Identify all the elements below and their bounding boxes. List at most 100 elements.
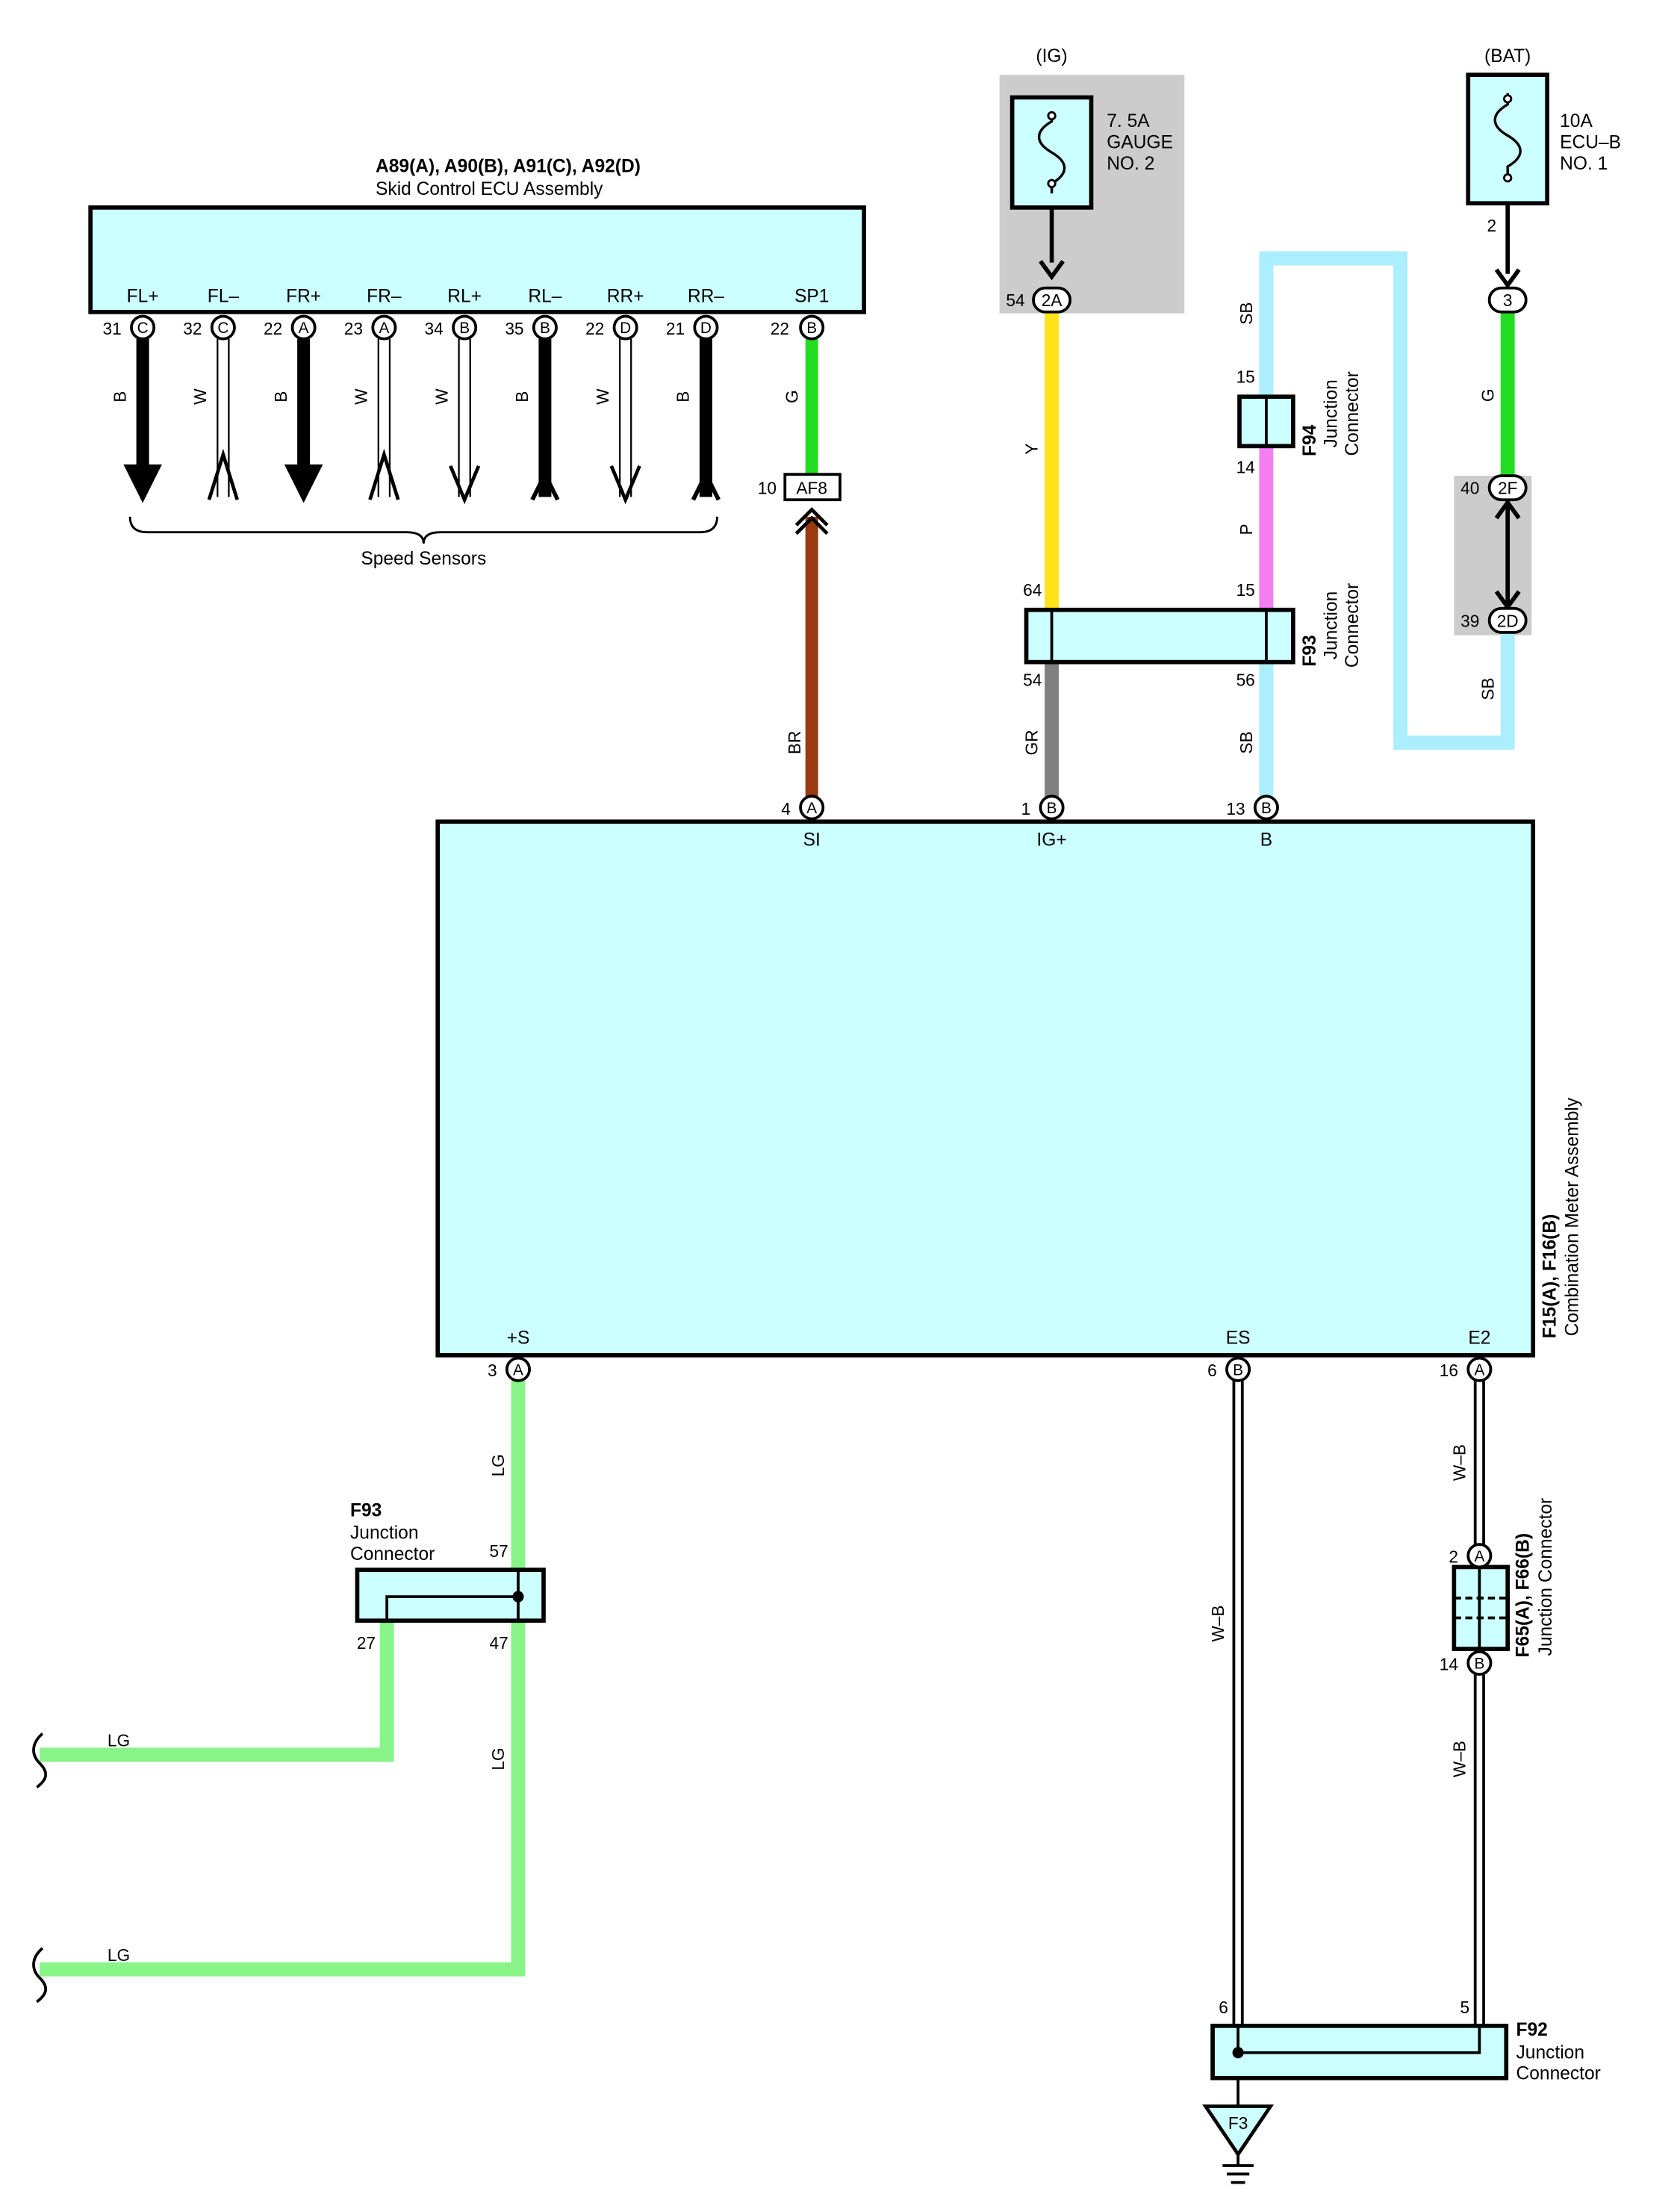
bat-connector-3: 3 xyxy=(1487,286,1528,314)
skid-control-ecu: A89(A), A90(B), A91(C), A92(D) Skid Cont… xyxy=(88,157,866,314)
wire-color-label: B xyxy=(110,391,129,403)
ig-connector-oval xyxy=(1032,286,1072,314)
wire-sb-loop xyxy=(1259,251,1515,750)
connector-2f-pin: 40 xyxy=(1460,479,1479,498)
f93-top-name-2: Connector xyxy=(1343,583,1363,668)
sp1-connector-circle xyxy=(799,314,825,341)
f93-top-box xyxy=(1024,607,1295,665)
f93-top-pin-br: 56 xyxy=(1236,671,1255,690)
meter-es-circle xyxy=(1225,1356,1251,1382)
ig-connector-2a: 2A 54 xyxy=(1006,286,1072,314)
f92-junction-dot xyxy=(1232,2047,1244,2059)
meter-terminal-e2: E2 A 16 xyxy=(1440,1328,1493,1382)
terminal-pin: 34 xyxy=(425,319,444,338)
wire-label-g-sp1: G xyxy=(782,390,801,403)
terminal-label: FL+ xyxy=(127,287,159,307)
f65-pin-top: 2 xyxy=(1449,1547,1458,1567)
speed-sensors-brace xyxy=(128,516,718,544)
f93-bottom-junction-dot xyxy=(512,1591,524,1603)
f93-top-junction-connector: 64 15 54 56 GR SB F93 Junction Connector xyxy=(1022,580,1363,798)
af8-chevrons xyxy=(794,507,829,535)
meter-si-pin: 4 xyxy=(781,799,791,818)
f93-bottom-pin-top: 57 xyxy=(490,1541,508,1561)
wire-label-p: P xyxy=(1236,523,1256,535)
terminal-conn: D xyxy=(700,320,712,337)
meter-box xyxy=(435,819,1536,1358)
meter-e2-conn: A xyxy=(1474,1361,1484,1379)
wire-label-lg-branch: LG xyxy=(108,1731,130,1750)
terminal-conn: A xyxy=(299,320,309,337)
wire-label-gr: GR xyxy=(1022,730,1042,755)
connector-circle xyxy=(210,314,236,341)
meter-si-circle xyxy=(799,795,825,821)
terminal-pin: 23 xyxy=(344,319,363,338)
wire-label-wb-e2-lower: W–B xyxy=(1449,1741,1469,1777)
connector-2f-name: 2F xyxy=(1498,479,1517,498)
ig-fuse-icon xyxy=(1038,111,1066,193)
meter-es-pin: 6 xyxy=(1207,1361,1217,1380)
f92-internal xyxy=(1236,2025,1481,2054)
ig-fuse-name: GAUGE xyxy=(1107,132,1173,152)
f93-top-pin-tl: 64 xyxy=(1023,580,1042,600)
wire-label-wb-e2-upper: W–B xyxy=(1449,1444,1469,1481)
meter-e2-pin: 16 xyxy=(1440,1361,1458,1380)
bat-fuse-arrow-icon xyxy=(1494,268,1521,289)
wire-color-label: B xyxy=(271,391,290,403)
bat-connector-oval xyxy=(1487,286,1528,314)
connector-circle xyxy=(452,314,478,341)
f93-bottom-pin-bl: 27 xyxy=(357,1633,376,1653)
f93-bottom-pin-br: 47 xyxy=(490,1633,508,1653)
wire-label-lg-meter: LG xyxy=(488,1454,508,1476)
connector-circle xyxy=(130,314,156,341)
ig-conn: 2A xyxy=(1042,290,1063,310)
bat-inline-connectors: 2F 40 2D 39 xyxy=(1454,474,1532,635)
terminal-pin: 35 xyxy=(505,319,523,338)
sp1-pin: 22 xyxy=(771,319,789,338)
speed-sensors-label: Speed Sensors xyxy=(361,549,486,569)
terminal-label: RR+ xyxy=(607,287,644,307)
af8-pin: 10 xyxy=(758,479,777,498)
f94-junction-connector: SB 15 14 P F94 Junction Connector xyxy=(1236,302,1363,610)
f94-pin-top: 15 xyxy=(1236,367,1255,386)
f65-f66-junction-connector: A 2 B 14 F65(A), F66(B) Junction Connect… xyxy=(1440,1498,1556,1676)
bat-fuse-number: NO. 1 xyxy=(1560,154,1608,174)
terminal-conn: C xyxy=(217,320,228,337)
arrow-up-icon xyxy=(207,448,240,500)
wire-color-label: B xyxy=(673,391,693,403)
meter-terminal-plus-s: +S A 3 xyxy=(488,1328,531,1382)
wire-label-lg-lower-vertical: LG xyxy=(488,1747,508,1770)
terminal-label: RL– xyxy=(528,287,561,307)
arrow-up-icon xyxy=(691,469,721,501)
f65-pin-bottom: 14 xyxy=(1440,1654,1458,1673)
f65-code: F65(A), F66(B) xyxy=(1513,1533,1534,1658)
meter-plus-s-circle xyxy=(505,1356,531,1382)
wire-label-sb-meter: SB xyxy=(1236,731,1256,753)
sp1-terminal: SP1 22 B G xyxy=(771,287,829,475)
terminal-conn: C xyxy=(137,320,149,337)
wire-w xyxy=(217,338,230,497)
f92-name-2: Connector xyxy=(1516,2064,1601,2084)
connector-2d-pin: 39 xyxy=(1460,611,1479,630)
arrow-down-icon xyxy=(123,464,162,503)
terminal-label: RL+ xyxy=(447,287,482,307)
bat-fuse-icon xyxy=(1493,93,1522,181)
connector-2d-name: 2D xyxy=(1497,611,1519,630)
meter-ig-conn: B xyxy=(1047,800,1057,817)
wire-label-br: BR xyxy=(785,731,804,755)
meter-terminal-ig: B 1 IG+ xyxy=(1021,795,1067,850)
bat-conn: 3 xyxy=(1503,290,1513,310)
arrow-down-icon xyxy=(609,464,641,505)
meter-si-label: SI xyxy=(803,830,821,850)
connector-circle xyxy=(532,314,558,341)
f93-bottom-name-1: Junction xyxy=(350,1523,419,1544)
wire-lg-branch xyxy=(40,1620,394,1762)
f65-bottom-circle xyxy=(1466,1650,1493,1676)
connector-2d-oval xyxy=(1487,606,1528,634)
